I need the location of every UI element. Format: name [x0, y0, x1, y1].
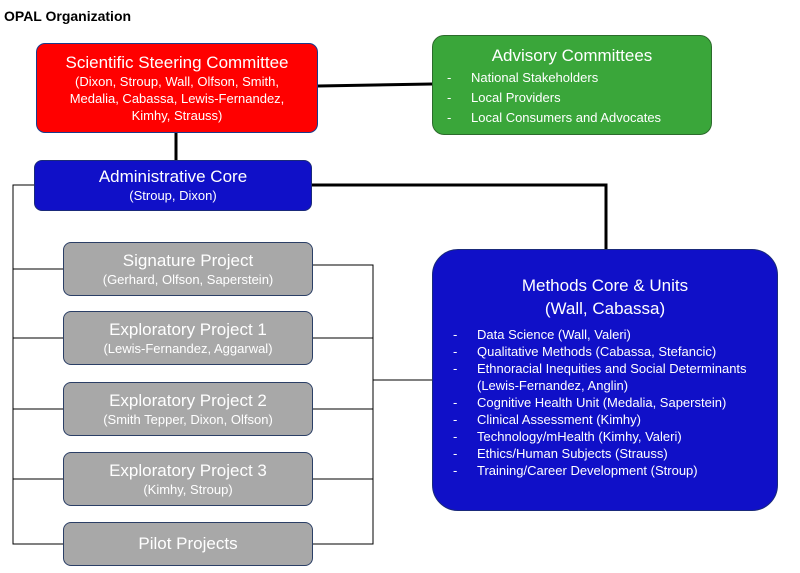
list-item-label: Local Providers [471, 90, 561, 105]
list-item-label: Ethics/Human Subjects (Strauss) [477, 446, 668, 461]
methods-core-box: Methods Core & Units (Wall, Cabassa) - Da… [432, 249, 778, 511]
list-dash: - [447, 110, 452, 125]
list-item: - Training/Career Development (Stroup) [453, 462, 777, 479]
project-members: (Gerhard, Olfson, Saperstein) [102, 271, 274, 287]
list-item: - Clinical Assessment (Kimhy) [453, 411, 777, 428]
steering-committee-heading: Scientific Steering Committee [65, 52, 289, 72]
list-dash: - [453, 429, 458, 444]
pilot-projects-box: Pilot Projects [63, 522, 313, 566]
list-item-label: Clinical Assessment (Kimhy) [477, 412, 641, 427]
project-heading: Exploratory Project 3 [109, 460, 267, 480]
list-dash: - [453, 327, 458, 342]
steering-committee-box: Scientific Steering Committee (Dixon, St… [36, 43, 318, 133]
list-item: - Local Consumers and Advocates [447, 108, 711, 128]
list-item: - National Stakeholders [447, 68, 711, 88]
list-item-label: Local Consumers and Advocates [471, 110, 662, 125]
list-item: - Qualitative Methods (Cabassa, Stefancic… [453, 343, 777, 360]
administrative-core-heading: Administrative Core [98, 167, 248, 186]
list-item-label: Qualitative Methods (Cabassa, Stefancic) [477, 344, 717, 359]
list-item-label: Training/Career Development (Stroup) [477, 463, 698, 478]
methods-core-members: (Wall, Cabassa) [544, 299, 666, 318]
list-dash: - [453, 395, 458, 410]
project-heading: Exploratory Project 1 [109, 319, 267, 339]
list-dash: - [453, 463, 458, 478]
methods-core-heading: Methods Core & Units [521, 276, 689, 295]
list-item: - Ethics/Human Subjects (Strauss) [453, 445, 777, 462]
list-dash: - [453, 344, 458, 359]
advisory-committees-box: Advisory Committees - National Stakeholde… [432, 35, 712, 135]
steering-committee-members-3: Kimhy, Strauss) [131, 107, 223, 123]
projects-to-methods-bracket [313, 264, 374, 545]
steering-committee-members-2: Medalia, Cabassa, Lewis-Fernandez, [69, 90, 285, 106]
exploratory-project-1-box: Exploratory Project 1 (Lewis-Fernandez, … [63, 311, 313, 365]
list-dash: - [453, 446, 458, 461]
list-dash: - [447, 90, 452, 105]
administrative-core-box: Administrative Core (Stroup, Dixon) [34, 160, 312, 211]
list-item-label: Technology/mHealth (Kimhy, Valeri) [477, 429, 682, 444]
signature-project-box: Signature Project (Gerhard, Olfson, Sape… [63, 242, 313, 296]
list-item-label: Ethnoracial Inequities and Social Determ… [477, 361, 747, 393]
project-members: (Lewis-Fernandez, Aggarwal) [103, 340, 273, 356]
list-item-label: Cognitive Health Unit (Medalia, Saperste… [477, 395, 727, 410]
list-dash: - [447, 70, 452, 85]
project-heading: Pilot Projects [138, 534, 238, 553]
list-item: - Ethnoracial Inequities and Social Deter… [453, 360, 777, 394]
list-item: - Cognitive Health Unit (Medalia, Saperst… [453, 394, 777, 411]
steering-committee-members-1: (Dixon, Stroup, Wall, Olfson, Smith, [75, 73, 279, 89]
admin-to-projects-bracket [12, 184, 63, 545]
project-heading: Signature Project [122, 250, 254, 270]
steering-to-advisory-connector [317, 82, 433, 88]
list-item-label: Data Science (Wall, Valeri) [477, 327, 631, 342]
project-heading: Exploratory Project 2 [109, 390, 267, 410]
exploratory-project-3-box: Exploratory Project 3 (Kimhy, Stroup) [63, 452, 313, 506]
list-dash: - [453, 412, 458, 427]
list-item: - Local Providers [447, 88, 711, 108]
exploratory-project-2-box: Exploratory Project 2 (Smith Tepper, Dix… [63, 382, 313, 436]
list-item-label: National Stakeholders [471, 70, 599, 85]
advisory-committees-list: -National Stakeholders -Local Providers … [433, 68, 711, 128]
list-item: - Technology/mHealth (Kimhy, Valeri) [453, 428, 777, 445]
methods-core-list: - Data Science (Wall, Valeri) - Qualitativ… [433, 326, 777, 479]
project-members: (Smith Tepper, Dixon, Olfson) [103, 411, 273, 427]
project-members: (Kimhy, Stroup) [143, 481, 233, 497]
list-item: - Data Science (Wall, Valeri) [453, 326, 777, 343]
admin-to-methods-connector [312, 183, 608, 249]
advisory-committees-heading: Advisory Committees [491, 46, 653, 65]
page-title: OPAL Organization [4, 8, 132, 24]
administrative-core-members: (Stroup, Dixon) [129, 188, 217, 203]
list-dash: - [453, 361, 458, 376]
